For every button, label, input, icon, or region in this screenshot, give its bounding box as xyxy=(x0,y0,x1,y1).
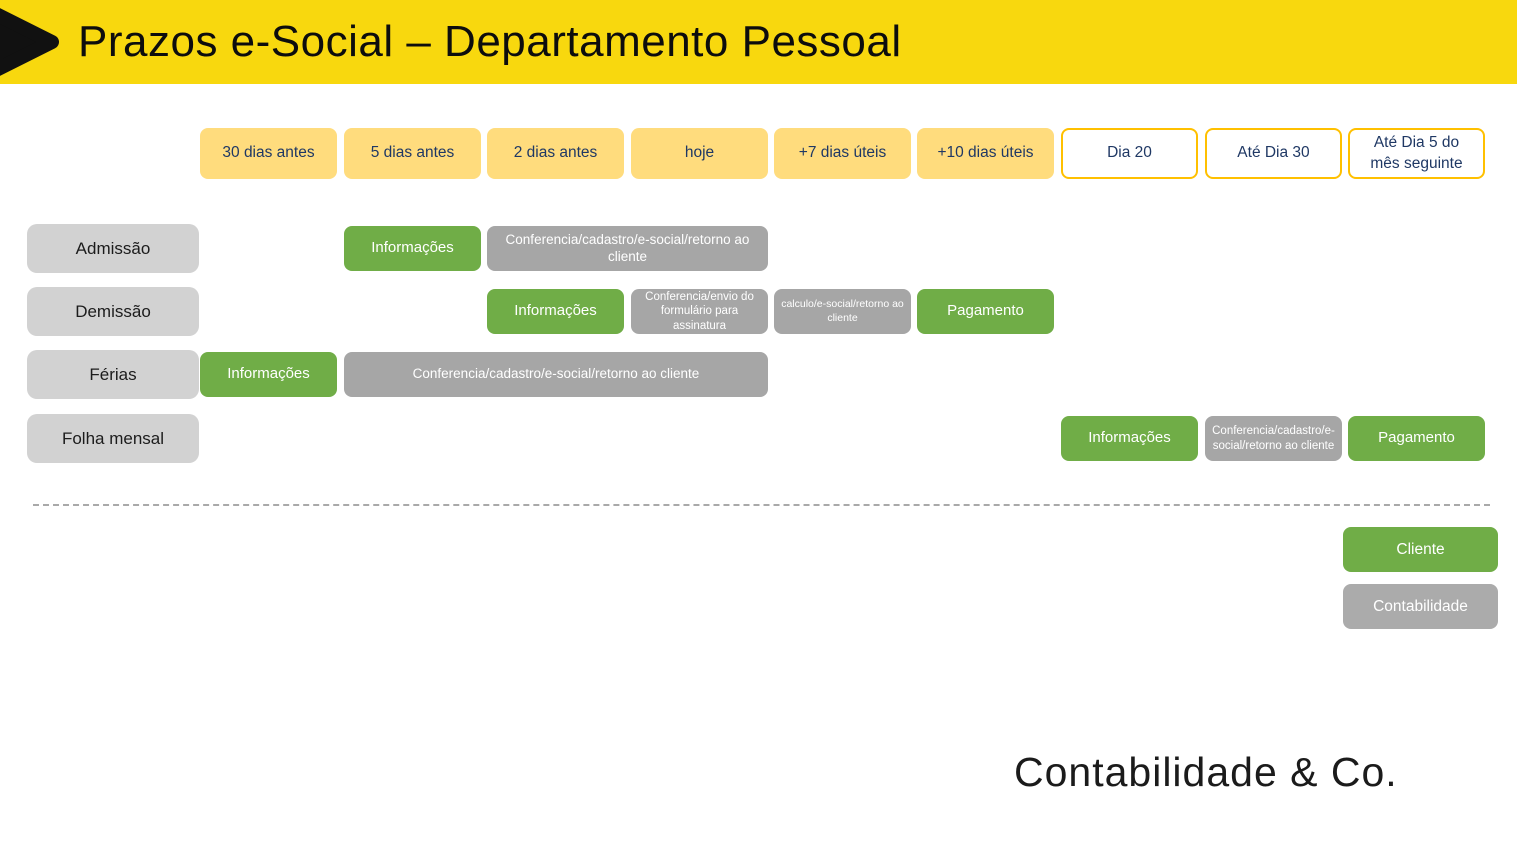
task-admissao-informacoes: Informações xyxy=(344,226,481,271)
task-admissao-conferencia: Conferencia/cadastro/e-social/retorno ao… xyxy=(487,226,768,271)
row-label-admissao: Admissão xyxy=(27,224,199,273)
title-banner: Prazos e-Social – Departamento Pessoal xyxy=(0,0,1517,84)
task-demissao-conferencia-envio: Conferencia/envio do formulário para ass… xyxy=(631,289,768,334)
timeline-col-30-dias-antes: 30 dias antes xyxy=(200,128,337,179)
timeline-col-2-dias-antes: 2 dias antes xyxy=(487,128,624,179)
task-folha-pagamento: Pagamento xyxy=(1348,416,1485,461)
timeline-col-5-dias-antes: 5 dias antes xyxy=(344,128,481,179)
task-demissao-calculo: calculo/e-social/retorno ao cliente xyxy=(774,289,911,334)
timeline-col-ate-dia-5: Até Dia 5 do mês seguinte xyxy=(1348,128,1485,179)
timeline-col-hoje: hoje xyxy=(631,128,768,179)
banner-arrow-icon xyxy=(0,8,59,76)
task-folha-conferencia: Conferencia/cadastro/e-social/retorno ao… xyxy=(1205,416,1342,461)
row-label-ferias: Férias xyxy=(27,350,199,399)
task-ferias-informacoes: Informações xyxy=(200,352,337,397)
page-title: Prazos e-Social – Departamento Pessoal xyxy=(78,17,902,66)
task-folha-informacoes: Informações xyxy=(1061,416,1198,461)
timeline-col-dia-20: Dia 20 xyxy=(1061,128,1198,179)
row-label-folha-mensal: Folha mensal xyxy=(27,414,199,463)
dashed-divider-line xyxy=(33,504,1490,506)
legend-cliente: Cliente xyxy=(1343,527,1498,572)
legend-contabilidade: Contabilidade xyxy=(1343,584,1498,629)
timeline-col-10-dias-uteis: +10 dias úteis xyxy=(917,128,1054,179)
task-ferias-conferencia: Conferencia/cadastro/e-social/retorno ao… xyxy=(344,352,768,397)
task-demissao-informacoes: Informações xyxy=(487,289,624,334)
timeline-col-7-dias-uteis: +7 dias úteis xyxy=(774,128,911,179)
company-logo: Contabilidade & Co. xyxy=(1014,749,1398,795)
row-label-demissao: Demissão xyxy=(27,287,199,336)
task-demissao-pagamento: Pagamento xyxy=(917,289,1054,334)
timeline-col-ate-dia-30: Até Dia 30 xyxy=(1205,128,1342,179)
